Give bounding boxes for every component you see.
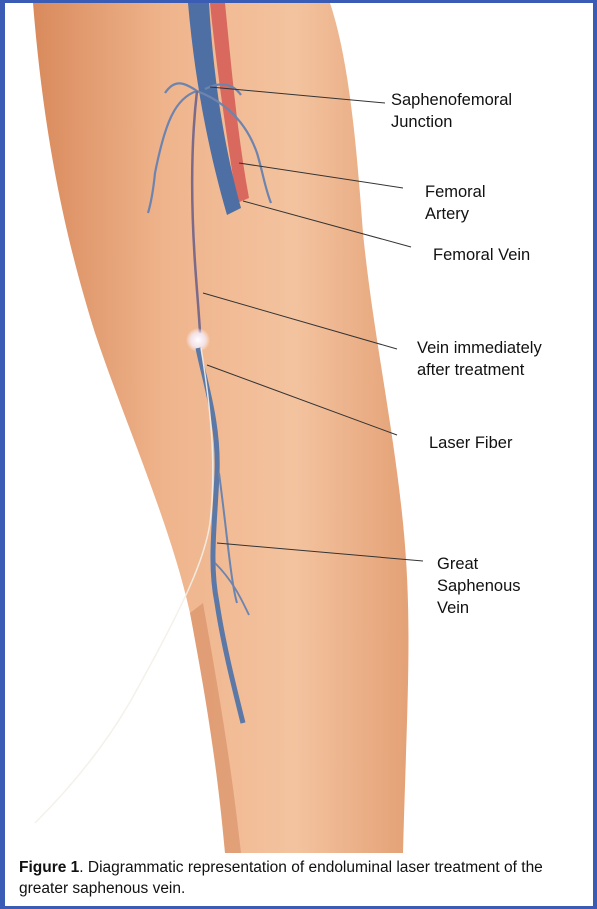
label-saphenofemoral-junction: Saphenofemoral Junction — [391, 89, 512, 133]
label-femoral-vein: Femoral Vein — [433, 244, 530, 266]
figure-caption-text: . Diagrammatic representation of endolum… — [19, 859, 543, 897]
figure-caption-label: Figure 1 — [19, 859, 79, 876]
label-vein-after-treatment: Vein immediately after treatment — [417, 337, 542, 381]
label-great-saphenous-vein: Great Saphenous Vein — [437, 553, 521, 619]
label-laser-fiber: Laser Fiber — [429, 432, 512, 454]
label-femoral-artery: Femoral Artery — [425, 181, 486, 225]
figure-caption: Figure 1. Diagrammatic representation of… — [19, 857, 595, 899]
